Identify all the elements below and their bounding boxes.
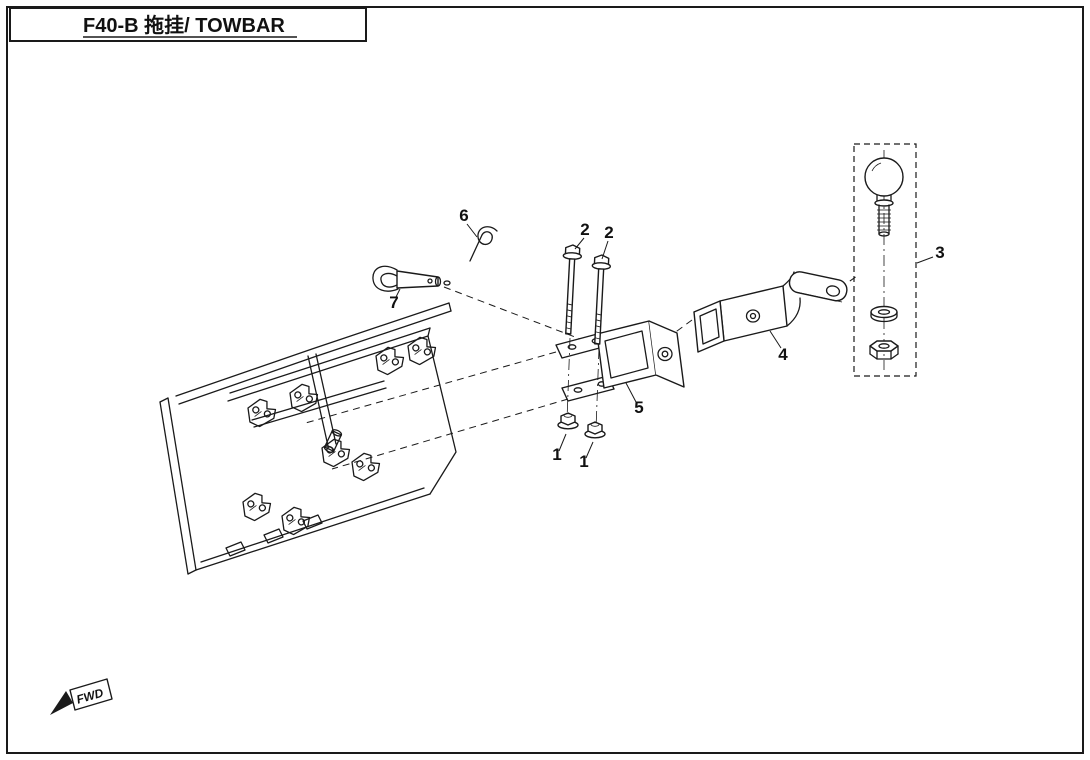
callout-nut-right: 1 — [579, 452, 588, 471]
washer — [870, 305, 898, 323]
flange-nut-right — [584, 421, 606, 439]
fwd-banner — [69, 678, 113, 711]
page-title: F40-B 拖挂/ TOWBAR — [83, 13, 285, 37]
hex-nut — [869, 340, 899, 360]
callout-hitch-pin: 7 — [389, 293, 398, 312]
ball-kit-box — [853, 143, 917, 377]
bolt-axis-right — [595, 347, 600, 430]
callout-r-clip: 6 — [459, 206, 468, 225]
receiver-tube — [693, 271, 848, 353]
callout-mount-bracket: 5 — [634, 398, 643, 417]
title-box-frame — [9, 7, 367, 42]
callout-ball-kit: 3 — [935, 243, 944, 262]
callout-bolt-right: 2 — [604, 223, 613, 242]
frame-bushing — [323, 429, 343, 453]
callouts: 1 1 2 2 3 4 5 6 7 — [389, 206, 944, 471]
flange-bolt-left — [558, 243, 583, 336]
callout-receiver-tube: 4 — [778, 345, 788, 364]
bolt-axis-left — [566, 337, 571, 421]
r-clip — [469, 226, 498, 262]
callout-bolt-left: 2 — [580, 220, 589, 239]
title-box: F40-B 拖挂/ TOWBAR — [9, 7, 367, 42]
fwd-arrowhead-icon — [50, 691, 73, 715]
hitch-ball — [864, 157, 904, 237]
flange-nut-left — [557, 412, 579, 430]
page-border — [6, 6, 1084, 754]
fwd-arrow: FWD — [50, 678, 113, 715]
callout-nut-left: 1 — [552, 445, 561, 464]
vehicle-frame — [159, 302, 457, 575]
hitch-pin — [372, 265, 451, 292]
mount-bracket — [555, 320, 685, 402]
kit-boundary — [853, 143, 917, 377]
